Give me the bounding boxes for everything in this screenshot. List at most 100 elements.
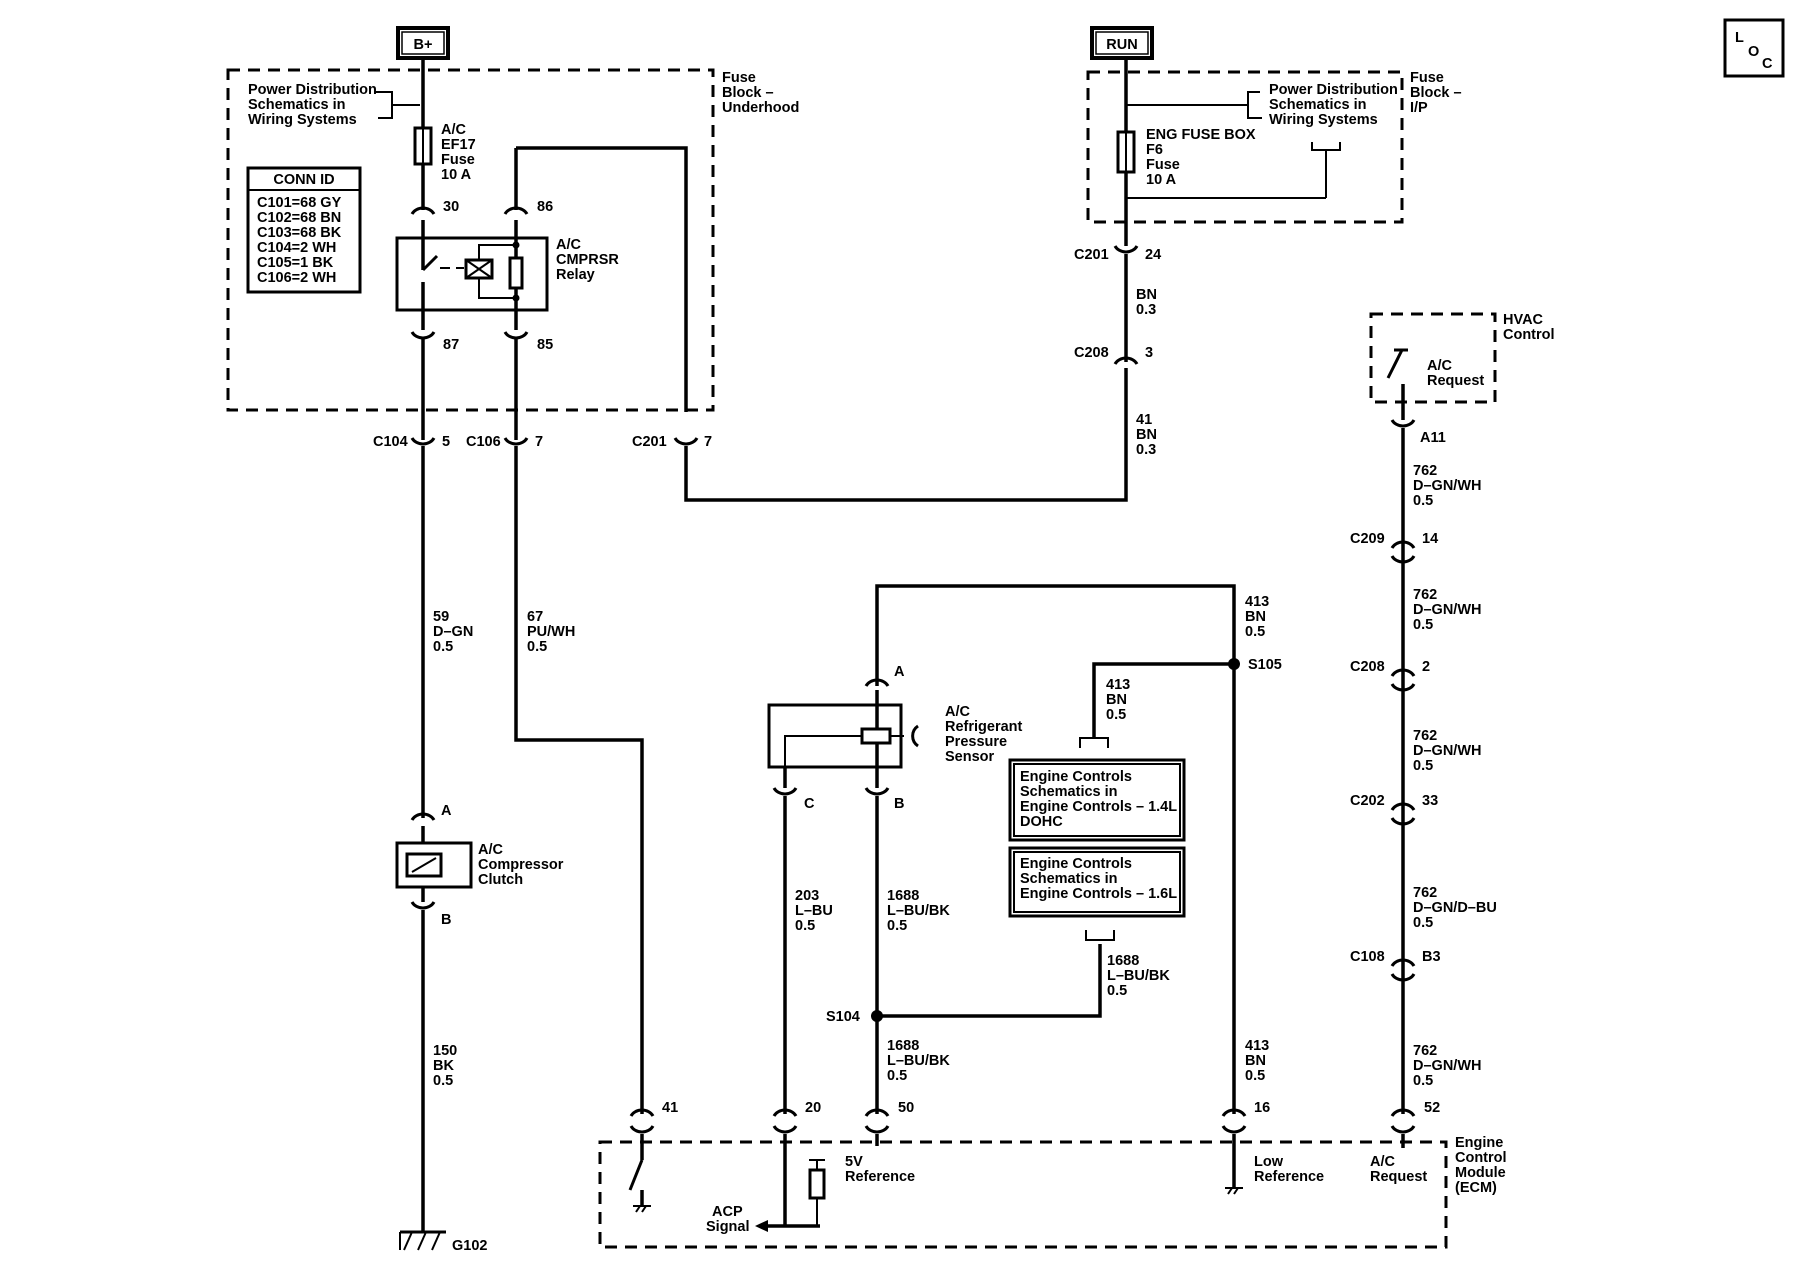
loc-letter-c: C bbox=[1762, 56, 1773, 72]
loc-badge: L O C bbox=[1723, 18, 1785, 78]
svg-text:B3: B3 bbox=[1422, 949, 1441, 965]
splice-s104: S104 bbox=[826, 944, 1102, 1025]
svg-text:762: 762 bbox=[1413, 885, 1437, 901]
ecm-pin-16: 16 Low Reference bbox=[1221, 1100, 1324, 1195]
svg-text:D–GN/WH: D–GN/WH bbox=[1413, 602, 1481, 618]
wire-762-3: 762 D–GN/WH 0.5 bbox=[1413, 728, 1481, 774]
loc-letter-l: L bbox=[1735, 30, 1744, 46]
ac-refrigerant-pressure-sensor: A A/C Refrigerant Pressure Sensor C B bbox=[767, 664, 1023, 812]
svg-text:Schematics in: Schematics in bbox=[1269, 97, 1367, 113]
svg-text:L–BU/BK: L–BU/BK bbox=[1107, 968, 1170, 984]
svg-text:0.5: 0.5 bbox=[887, 918, 907, 934]
fuse-block-ip-title: Fuse Block – I/P bbox=[1410, 70, 1462, 116]
svg-text:20: 20 bbox=[805, 1100, 821, 1116]
svg-text:EF17: EF17 bbox=[441, 137, 476, 153]
svg-text:Engine Controls – 1.4L: Engine Controls – 1.4L bbox=[1020, 799, 1177, 815]
svg-text:Reference: Reference bbox=[845, 1169, 915, 1185]
relay-pin-30: 30 bbox=[443, 199, 459, 215]
svg-text:F6: F6 bbox=[1146, 142, 1163, 158]
svg-text:0.5: 0.5 bbox=[1413, 493, 1433, 509]
svg-text:A/C: A/C bbox=[441, 122, 467, 138]
svg-text:Block –: Block – bbox=[722, 85, 774, 101]
connector-c201-top: C201 24 bbox=[1074, 245, 1161, 362]
connector-a11: A11 bbox=[1390, 419, 1446, 446]
conn-id-row: C103=68 BK bbox=[257, 225, 342, 241]
svg-text:413: 413 bbox=[1245, 1038, 1269, 1054]
hvac-control-outline bbox=[1369, 312, 1497, 404]
svg-text:52: 52 bbox=[1424, 1100, 1440, 1116]
svg-text:762: 762 bbox=[1413, 1043, 1437, 1059]
engine-controls-ref-1.4l: Engine Controls Schematics in Engine Con… bbox=[1008, 737, 1186, 842]
svg-text:0.5: 0.5 bbox=[1245, 1068, 1265, 1084]
svg-text:Control: Control bbox=[1455, 1150, 1507, 1166]
svg-text:Engine Controls: Engine Controls bbox=[1020, 769, 1132, 785]
svg-text:0.5: 0.5 bbox=[1107, 983, 1127, 999]
ecm-pin-20: 20 ACP Signal bbox=[706, 1100, 826, 1235]
low-reference-label: Low bbox=[1254, 1154, 1284, 1170]
ground-g102: G102 bbox=[399, 1230, 487, 1254]
wire-413-top: 413 BN 0.5 bbox=[1245, 594, 1269, 640]
svg-text:24: 24 bbox=[1145, 247, 1161, 263]
svg-text:10 A: 10 A bbox=[441, 167, 472, 183]
svg-text:PU/WH: PU/WH bbox=[527, 624, 575, 640]
svg-text:762: 762 bbox=[1413, 463, 1437, 479]
conn-id-row: C101=68 GY bbox=[257, 195, 342, 211]
conn-id-row: C104=2 WH bbox=[257, 240, 336, 256]
svg-text:0.3: 0.3 bbox=[1136, 302, 1156, 318]
wire-59-d-gn: 59 D–GN 0.5 bbox=[433, 609, 473, 655]
svg-text:Engine Controls: Engine Controls bbox=[1020, 856, 1132, 872]
svg-text:Schematics in: Schematics in bbox=[248, 97, 346, 113]
svg-text:L–BU: L–BU bbox=[795, 903, 833, 919]
wire-41-bn: 41 BN 0.3 bbox=[1136, 412, 1157, 458]
svg-text:Request: Request bbox=[1427, 373, 1484, 389]
svg-text:S105: S105 bbox=[1248, 657, 1282, 673]
svg-text:D–GN/D–BU: D–GN/D–BU bbox=[1413, 900, 1497, 916]
svg-text:0.5: 0.5 bbox=[1413, 1073, 1433, 1089]
connector-c201-left: C201 7 bbox=[632, 434, 712, 450]
relay-label: A/C bbox=[556, 237, 582, 253]
wire-762-1: 762 D–GN/WH 0.5 bbox=[1413, 463, 1481, 509]
svg-text:HVAC: HVAC bbox=[1503, 312, 1544, 328]
connector-c108: C108 B3 bbox=[1350, 949, 1441, 982]
ecm-title: Engine Control Module (ECM) bbox=[1455, 1135, 1507, 1196]
svg-text:L–BU/BK: L–BU/BK bbox=[887, 903, 950, 919]
svg-text:D–GN/WH: D–GN/WH bbox=[1413, 478, 1481, 494]
wire-762-2: 762 D–GN/WH 0.5 bbox=[1413, 587, 1481, 633]
svg-text:A/C: A/C bbox=[1427, 358, 1453, 374]
connector-c208-top: C208 3 bbox=[1074, 345, 1153, 386]
wire-1688-bot: 1688 L–BU/BK 0.5 bbox=[887, 1038, 950, 1084]
conn-id-table: CONN ID C101=68 GY C102=68 BN C103=68 BK… bbox=[246, 166, 362, 294]
relay-pin-86: 86 bbox=[537, 199, 553, 215]
connector-c106: C106 7 bbox=[466, 338, 543, 450]
svg-text:Signal: Signal bbox=[706, 1219, 750, 1235]
connector-c202: C202 33 bbox=[1350, 793, 1438, 826]
svg-text:C201: C201 bbox=[1074, 247, 1109, 263]
svg-text:0.5: 0.5 bbox=[887, 1068, 907, 1084]
ecm-ac-request-label: A/C bbox=[1370, 1154, 1396, 1170]
conn-id-row: C102=68 BN bbox=[257, 210, 341, 226]
svg-text:D–GN/WH: D–GN/WH bbox=[1413, 743, 1481, 759]
svg-text:BN: BN bbox=[1245, 609, 1266, 625]
svg-text:Clutch: Clutch bbox=[478, 872, 523, 888]
svg-text:Fuse: Fuse bbox=[722, 70, 756, 86]
svg-text:0.5: 0.5 bbox=[1413, 915, 1433, 931]
svg-text:C104: C104 bbox=[373, 434, 408, 450]
splice-s105: S105 bbox=[1092, 657, 1282, 738]
ecm-pin-52: 52 A/C Request bbox=[1370, 1100, 1440, 1185]
svg-text:0.5: 0.5 bbox=[1245, 624, 1265, 640]
conn-id-row: C106=2 WH bbox=[257, 270, 336, 286]
svg-text:5: 5 bbox=[442, 434, 450, 450]
svg-text:1688: 1688 bbox=[887, 1038, 919, 1054]
svg-text:Block –: Block – bbox=[1410, 85, 1462, 101]
svg-text:41: 41 bbox=[1136, 412, 1152, 428]
svg-text:Relay: Relay bbox=[556, 267, 595, 283]
svg-text:Compressor: Compressor bbox=[478, 857, 564, 873]
ac-compressor-clutch: A B A/C Compressor Clutch bbox=[395, 803, 564, 928]
svg-text:(ECM): (ECM) bbox=[1455, 1180, 1497, 1196]
connector-c104: C104 5 bbox=[373, 338, 450, 450]
svg-text:1688: 1688 bbox=[1107, 953, 1139, 969]
svg-text:BN: BN bbox=[1245, 1053, 1266, 1069]
wire-203-l-bu: 203 L–BU 0.5 bbox=[795, 888, 833, 934]
svg-text:D–GN/WH: D–GN/WH bbox=[1413, 1058, 1481, 1074]
